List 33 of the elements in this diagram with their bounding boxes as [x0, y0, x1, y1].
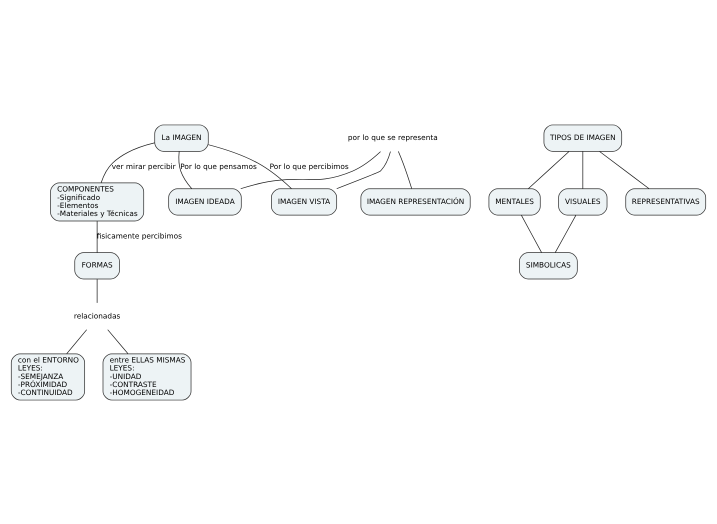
- node-box: IMAGEN VISTA: [271, 188, 338, 216]
- node-box: TIPOS DE IMAGEN: [544, 124, 622, 152]
- connector: [208, 144, 292, 188]
- edge-label: ver mirar percibir: [112, 161, 176, 170]
- edge-label: Por lo que pensamos: [180, 161, 257, 170]
- node-text: por lo que se representa: [348, 132, 438, 142]
- connector: [398, 150, 412, 188]
- node-box: FORMAS: [74, 252, 120, 279]
- connector: [554, 214, 576, 252]
- connector: [582, 150, 584, 188]
- connector: [521, 214, 542, 252]
- connector: [336, 150, 391, 189]
- connector: [96, 220, 98, 252]
- node-text: relacionadas: [74, 310, 120, 320]
- node-box: COMPONENTES -Significado -Elementos -Materiales y Técnicas: [50, 182, 144, 221]
- connector: [528, 150, 570, 188]
- node-box: entre ELLAS MISMAS LEYES: -UNIDAD -CONTRASTE -HOMOGENEIDAD: [102, 352, 192, 400]
- connector: [96, 278, 98, 303]
- edge-label: Por lo que percibimos: [270, 161, 349, 170]
- node-box: REPRESENTATIVAS: [625, 188, 706, 216]
- connector: [66, 328, 88, 354]
- connector: [178, 150, 192, 189]
- connector: [107, 328, 128, 354]
- connector: [599, 150, 650, 188]
- node-box: MENTALES: [488, 188, 541, 216]
- node-box: con el ENTORNO LEYES: -SEMEJANZA -PRÓXIMIDAD -CONTINUIDAD: [10, 352, 86, 400]
- node-box: SIMBOLICAS: [519, 252, 578, 279]
- node-box: La IMAGEN: [154, 124, 209, 152]
- connector: [100, 142, 155, 183]
- node-box: IMAGEN IDEADA: [168, 188, 242, 216]
- node-box: VISUALES: [558, 188, 608, 216]
- connector: [240, 150, 381, 189]
- node-box: IMAGEN REPRESENTACIÓN: [360, 188, 471, 216]
